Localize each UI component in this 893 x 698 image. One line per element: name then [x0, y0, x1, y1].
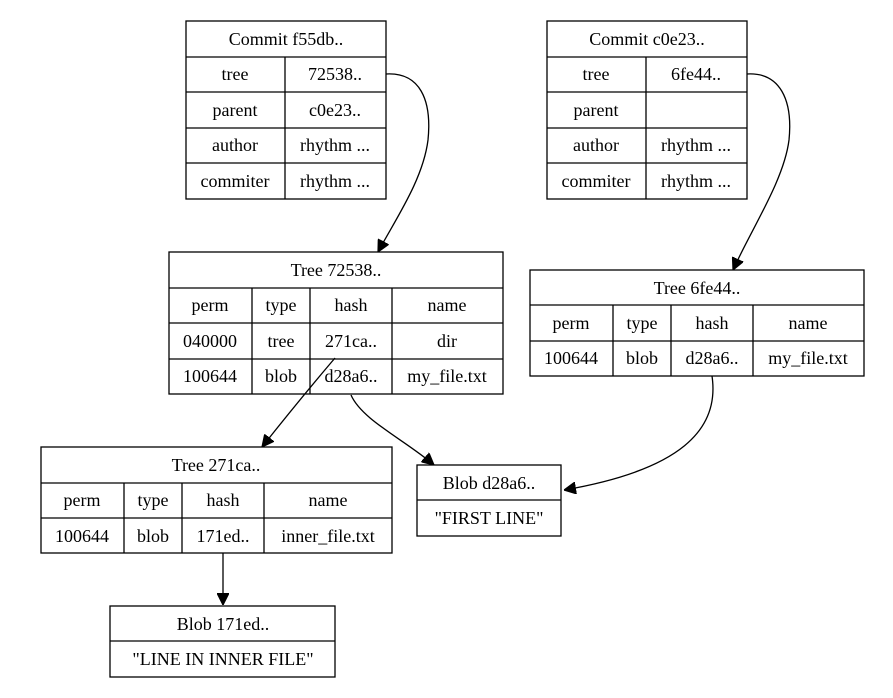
blob-node-d28a6: Blob d28a6.. "FIRST LINE": [416, 464, 562, 537]
field-tree: tree: [222, 64, 249, 84]
column-header-name: name: [789, 313, 828, 333]
cell-name: inner_file.txt: [281, 526, 374, 546]
edge-commit-c0e23-to-tree-6fe44: [733, 73, 791, 270]
tree-node-271ca: Tree 271ca.. perm type hash name 100644 …: [40, 446, 393, 554]
commit-title: Commit c0e23..: [589, 29, 705, 49]
blob-title: Blob d28a6..: [443, 473, 536, 493]
value-tree: 72538..: [308, 64, 362, 84]
tree-title: Tree 271ca..: [172, 455, 261, 475]
cell-perm: 100644: [544, 348, 598, 368]
cell-perm: 100644: [55, 526, 109, 546]
column-header-hash: hash: [207, 490, 240, 510]
edge-tree-72538-to-tree-271ca: [262, 357, 336, 447]
cell-hash: 271ca..: [325, 331, 377, 351]
cell-type: tree: [268, 331, 295, 351]
column-header-type: type: [627, 313, 658, 333]
commit-node-f55db: Commit f55db.. tree 72538.. parent c0e23…: [185, 20, 387, 200]
column-header-hash: hash: [696, 313, 729, 333]
column-header-perm: perm: [64, 490, 101, 510]
field-commiter: commiter: [562, 171, 631, 191]
field-commiter: commiter: [201, 171, 270, 191]
field-parent: parent: [213, 100, 258, 120]
blob-content: "FIRST LINE": [435, 508, 544, 528]
cell-type: blob: [137, 526, 169, 546]
column-header-name: name: [428, 295, 467, 315]
commit-node-c0e23: Commit c0e23.. tree 6fe44.. parent autho…: [546, 20, 748, 200]
cell-hash: d28a6..: [325, 366, 378, 386]
field-tree: tree: [583, 64, 610, 84]
cell-perm: 100644: [183, 366, 237, 386]
field-author: author: [212, 135, 258, 155]
value-commiter: rhythm ...: [300, 171, 370, 191]
column-header-perm: perm: [192, 295, 229, 315]
blob-node-171ed: Blob 171ed.. "LINE IN INNER FILE": [109, 605, 336, 678]
tree-node-6fe44: Tree 6fe44.. perm type hash name 100644 …: [529, 269, 865, 377]
field-parent: parent: [574, 100, 619, 120]
cell-hash: 171ed..: [197, 526, 250, 546]
value-parent: c0e23..: [309, 100, 361, 120]
column-header-perm: perm: [553, 313, 590, 333]
cell-type: blob: [626, 348, 658, 368]
value-author: rhythm ...: [661, 135, 731, 155]
value-tree: 6fe44..: [671, 64, 721, 84]
cell-type: blob: [265, 366, 297, 386]
commit-title: Commit f55db..: [229, 29, 344, 49]
cell-hash: d28a6..: [686, 348, 739, 368]
tree-title: Tree 72538..: [291, 260, 382, 280]
edge-commit-f55db-to-tree-72538: [378, 73, 430, 252]
blob-title: Blob 171ed..: [177, 614, 270, 634]
column-header-type: type: [266, 295, 297, 315]
column-header-type: type: [138, 490, 169, 510]
cell-name: my_file.txt: [407, 366, 487, 386]
tree-node-72538: Tree 72538.. perm type hash name 040000 …: [168, 251, 504, 395]
column-header-hash: hash: [335, 295, 368, 315]
value-author: rhythm ...: [300, 135, 370, 155]
edge-tree-6fe44-to-blob-d28a6: [564, 375, 714, 490]
value-commiter: rhythm ...: [661, 171, 731, 191]
field-author: author: [573, 135, 619, 155]
cell-perm: 040000: [183, 331, 237, 351]
cell-name: my_file.txt: [768, 348, 848, 368]
blob-content: "LINE IN INNER FILE": [132, 649, 313, 669]
column-header-name: name: [309, 490, 348, 510]
edge-tree-72538-to-blob-d28a6: [350, 394, 434, 465]
tree-title: Tree 6fe44..: [654, 278, 741, 298]
cell-name: dir: [437, 331, 457, 351]
